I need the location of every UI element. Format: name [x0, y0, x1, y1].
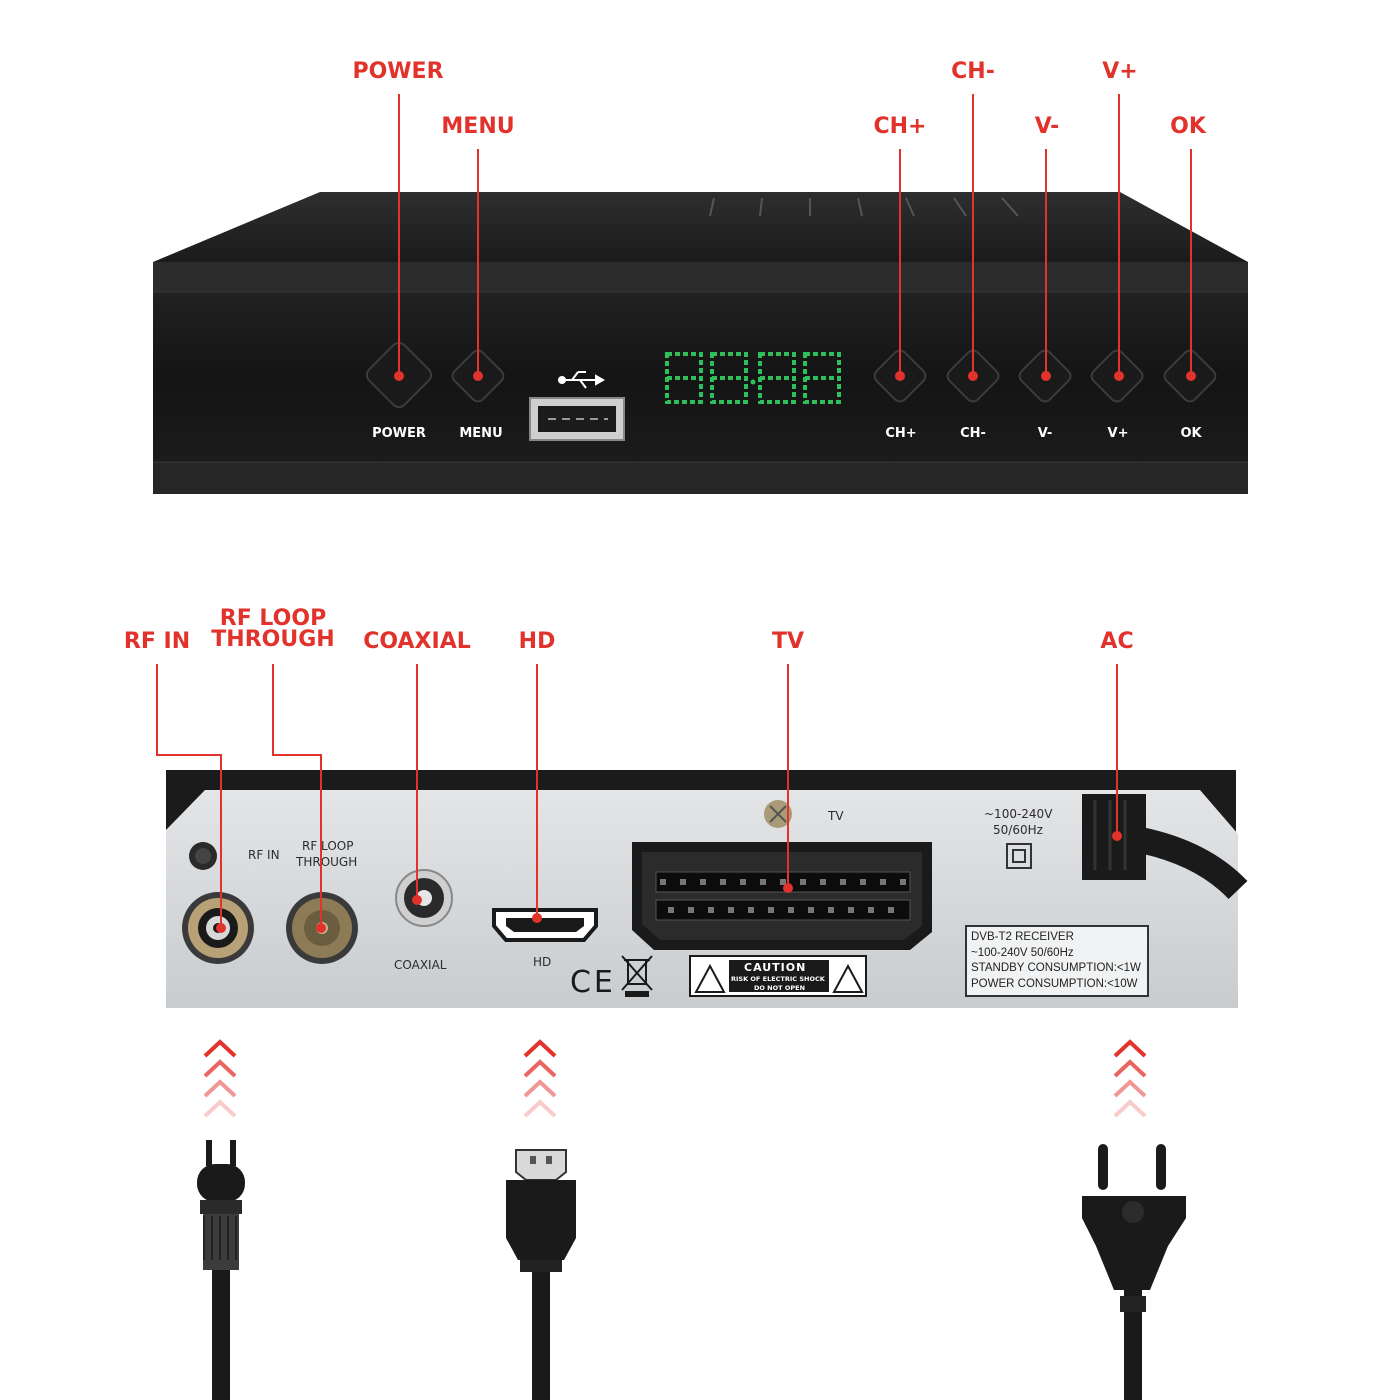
leader-ch-plus: [899, 149, 901, 376]
rear-text-coaxial: COAXIAL: [394, 958, 447, 972]
dot-ch-plus: [895, 371, 905, 381]
leader-coaxial: [416, 664, 418, 900]
callout-menu: MENU: [441, 114, 515, 139]
rear-text-voltage-1: ~100-240V: [984, 807, 1053, 821]
dot-rf-in: [216, 923, 226, 933]
rear-text-hd: HD: [533, 955, 552, 969]
callout-rf-loop: RF LOOP THROUGH: [211, 606, 335, 652]
dot-power: [394, 371, 404, 381]
cables-illustration: [197, 1039, 1186, 1400]
menu-button-label: MENU: [459, 426, 503, 441]
callout-v-minus: V-: [1034, 114, 1060, 139]
leader-ok: [1190, 149, 1192, 376]
callout-coaxial: COAXIAL: [363, 629, 471, 654]
v-minus-button-label: V-: [1037, 426, 1053, 441]
up-arrow-icon: [203, 1039, 237, 1118]
spec-line: STANDBY CONSUMPTION:<1W: [971, 962, 1141, 974]
rear-text-tv: TV: [828, 809, 844, 823]
weee-bin-icon: [621, 955, 653, 997]
spec-line: POWER CONSUMPTION:<10W: [971, 977, 1138, 990]
dot-menu: [473, 371, 483, 381]
leader-ch-minus: [972, 94, 974, 376]
callout-tv: TV: [771, 629, 805, 654]
spec-line: DVB-T2 RECEIVER: [971, 931, 1074, 943]
leader-rf-in-h: [156, 754, 222, 756]
callout-ch-plus: CH+: [873, 114, 927, 139]
dot-tv: [783, 883, 793, 893]
leader-ac: [1116, 664, 1118, 836]
ce-mark: C E: [570, 965, 613, 1000]
dot-ac: [1112, 831, 1122, 841]
eu-power-plug-icon: [1082, 1144, 1186, 1400]
caution-line-2: DO NOT OPEN: [754, 984, 806, 992]
ok-button-label: OK: [1180, 426, 1202, 441]
callout-ac: AC: [1100, 629, 1134, 654]
caution-title: CAUTION: [744, 961, 807, 974]
dot-rf-loop: [316, 923, 326, 933]
up-arrow-icon: [523, 1039, 557, 1118]
power-button-label: POWER: [372, 426, 426, 441]
device-top: [153, 192, 1248, 262]
antenna-plug-icon: [197, 1140, 245, 1400]
callout-rf-loop-line1: RF LOOP: [219, 606, 327, 631]
dot-ch-minus: [968, 371, 978, 381]
rear-text-rf-loop-2: THROUGH: [296, 855, 358, 869]
leader-rf-loop-h: [272, 754, 322, 756]
leader-power: [398, 94, 400, 376]
leader-rf-in-v2: [220, 754, 222, 928]
callout-ch-minus: CH-: [951, 59, 995, 84]
leader-tv: [787, 664, 789, 888]
leader-rf-in-v1: [156, 664, 158, 756]
ch-plus-button-label: CH+: [885, 426, 917, 441]
usb-port[interactable]: [529, 397, 625, 441]
double-insulation-icon: [1006, 843, 1032, 869]
callout-rf-in: RF IN: [123, 629, 191, 654]
hdmi-plug-icon: [506, 1149, 576, 1400]
ch-minus-button-label: CH-: [960, 426, 986, 441]
dot-hd: [532, 913, 542, 923]
vent-slots: [709, 197, 1019, 217]
tv-scart-connector[interactable]: [632, 842, 932, 950]
leader-menu: [477, 149, 479, 376]
leader-rf-loop-v1: [272, 664, 274, 756]
spec-label-box: [965, 925, 1149, 997]
rear-text-rf-in: RF IN: [248, 848, 280, 862]
callout-rf-loop-line2: THROUGH: [211, 626, 335, 652]
dot-ok: [1186, 371, 1196, 381]
dot-v-plus: [1114, 371, 1124, 381]
v-plus-button-label: V+: [1107, 426, 1129, 441]
caution-line-1: RISK OF ELECTRIC SHOCK: [731, 975, 825, 983]
leader-v-plus: [1118, 94, 1120, 376]
rear-text-voltage-2: 50/60Hz: [993, 823, 1043, 837]
callout-v-plus: V+: [1102, 59, 1138, 84]
leader-rf-loop-v2: [320, 754, 322, 928]
up-arrow-icon: [1113, 1039, 1147, 1118]
coaxial-connector[interactable]: [395, 869, 453, 927]
leader-hd: [536, 664, 538, 918]
leader-v-minus: [1045, 149, 1047, 376]
spec-line: ~100-240V 50/60Hz: [971, 946, 1074, 959]
callout-hd: HD: [518, 629, 556, 654]
dot-v-minus: [1041, 371, 1051, 381]
rear-device: C E: [166, 770, 1248, 1008]
caution-label: [689, 955, 867, 997]
led-display: [665, 352, 841, 404]
callout-ok: OK: [1170, 114, 1206, 139]
usb-icon: [558, 371, 606, 389]
dot-coaxial: [412, 895, 422, 905]
hd-connector[interactable]: [492, 908, 598, 942]
callout-power: POWER: [352, 59, 444, 84]
rear-text-rf-loop-1: RF LOOP: [302, 839, 354, 853]
spec-label-text: DVB-T2 RECEIVER ~100-240V 50/60Hz STANDB…: [971, 930, 1141, 992]
